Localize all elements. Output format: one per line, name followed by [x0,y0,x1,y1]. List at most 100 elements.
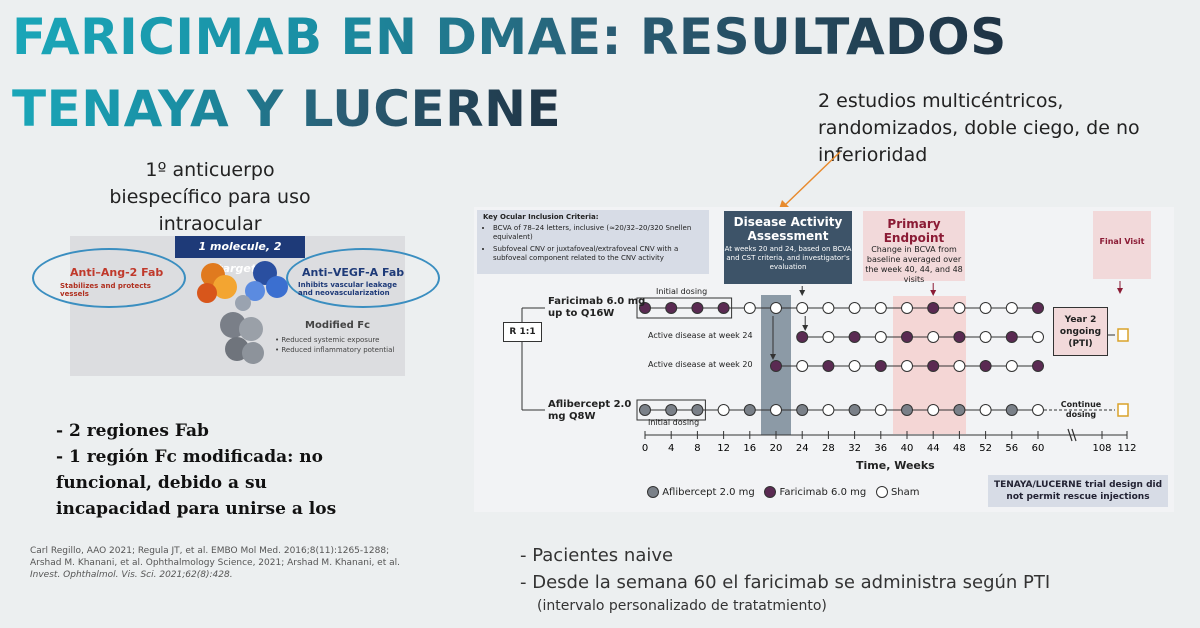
fc-item-1: • Reduced systemic exposure [275,336,380,344]
no-rescue-box: TENAYA/LUCERNE trial design did not perm… [988,475,1168,507]
fc-title: Modified Fc [305,320,370,331]
active20-row-dot [901,360,913,372]
year2-box: Year 2 ongoing (PTI) [1053,307,1108,356]
x-tick-label: 28 [822,443,835,454]
faricimab-row-dot [901,302,913,314]
note-naive: - Pacientes naive [520,545,674,566]
faricimab-row-dot [665,302,678,314]
daa-arrow-head [799,290,806,296]
ang2-title: Anti–Ang-2 Fab [70,266,164,279]
page-title-line2: TENAYA Y LUCERNE [12,80,562,138]
initial-dosing-box [636,297,733,319]
active20-row-dot [1005,360,1018,372]
x-tick-label: 0 [642,443,648,454]
aflibercept-row-dot [743,404,756,416]
antibody-structure-icon [197,261,288,364]
legend-sham: Sham [890,487,920,498]
molecule-bar-label: 1 molecule, 2 targets [175,236,305,275]
year2-end-box [1117,328,1129,342]
continue-box [1117,403,1129,417]
legend-aflibercept: Aflibercept 2.0 mg [662,487,755,498]
active20-row-dot [796,360,809,372]
active24-row-dot [979,331,992,343]
aflibercept-row-dot [927,404,940,416]
x-tick-label: 32 [848,443,861,454]
faricimab-arm-label: Faricimab 6.0 mg up to Q16W [548,296,646,319]
vegf-subtitle: Inhibits vascular leakage and neovascula… [298,281,397,297]
x-tick-label: 8 [694,443,700,454]
active24-row-dot [953,331,966,343]
active24-row-dot [1032,331,1044,343]
faricimab-row-dot [953,302,966,314]
final-visit-box: Final Visit [1093,211,1151,279]
aflibercept-row-dot [901,404,913,416]
active24-row-dot [874,331,887,343]
active24-row-dot [822,331,835,343]
active20-row-dot [927,360,940,372]
legend: Aflibercept 2.0 mg Faricimab 6.0 mg Sham [647,486,920,498]
active20-row-dot [979,360,992,372]
x-tick-label: 24 [796,443,809,454]
initial-dosing-label-afl: Initial dosing [648,418,700,427]
axis-break [1067,428,1073,442]
legend-faricimab-icon [764,486,777,498]
x-tick-label: 52 [979,443,992,454]
x-tick-label: 40 [901,443,914,454]
references: Carl Regillo, AAO 2021; Regula JT, et al… [30,546,400,580]
bullet-fab-regions: - 2 regiones Fab [56,421,209,441]
aflibercept-row-dot [691,404,704,416]
orange-arrow-icon [778,151,841,212]
active24-row-dot [848,331,861,343]
aflibercept-row-dot [953,404,966,416]
x-axis-label: Time, Weeks [856,459,935,472]
active24-row-dot [927,331,940,343]
initial-dosing-box-afl [636,399,706,421]
faricimab-row-dot [979,302,992,314]
ang2-subtitle: Stabilizes and protects vessels [60,282,151,298]
faricimab-row-dot [848,302,861,314]
aflibercept-row-dot [822,404,835,416]
primary-endpoint-box: Primary Endpoint Change in BCVA from bas… [863,211,965,284]
legend-faricimab: Faricimab 6.0 mg [779,487,867,498]
continue-dosing-label: Continue dosing [1060,400,1102,419]
note-pti: - Desde la semana 60 el faricimab se adm… [520,572,1051,593]
note-pti-detail: (intervalo personalizado de tratatmiento… [537,598,827,614]
x-tick-label: 4 [668,443,674,454]
pe-arrow-head [930,290,937,296]
x-tick-label: 16 [743,443,756,454]
aflibercept-row-dot [796,404,809,416]
arrow-w20-head [770,354,776,360]
fv-arrow-head [1117,288,1123,294]
randomization-box: R 1:1 [503,322,542,342]
aflibercept-arm-label: Aflibercept 2.0 mg Q8W [548,399,632,422]
active20-row-dot [770,360,782,372]
axis-break [1071,428,1077,442]
active20-row-dot [1032,360,1044,372]
faricimab-row-dot [691,302,704,314]
aflibercept-row-dot [665,404,678,416]
faricimab-row-dot [770,302,782,314]
aflibercept-row-dot [874,404,887,416]
aflibercept-row-dot [1005,404,1018,416]
arrow-w24-head [802,325,809,331]
x-tick-label: 56 [1005,443,1018,454]
legend-sham-icon [875,486,888,498]
x-tick-label: 60 [1032,443,1045,454]
aflibercept-row-dot [639,404,651,416]
aflibercept-row-dot [1032,404,1044,416]
active-week20-label: Active disease at week 20 [648,360,753,369]
active-week24-label: Active disease at week 24 [648,331,753,340]
faricimab-row-dot [796,302,809,314]
faricimab-row-dot [927,302,940,314]
page-title-line1: FARICIMAB EN DMAE: RESULTADOS [12,8,1007,66]
studies-description: 2 estudios multicéntricos, randomizados,… [818,90,1140,166]
faricimab-row-dot [639,302,651,314]
vegf-title: Anti–VEGF-A Fab [302,266,405,279]
aflibercept-row-dot [979,404,992,416]
faricimab-row-dot [743,302,756,314]
active20-row-dot [848,360,861,372]
faricimab-row-dot [1032,302,1044,314]
x-tick-label: 48 [953,443,966,454]
x-tick-label: 36 [874,443,887,454]
